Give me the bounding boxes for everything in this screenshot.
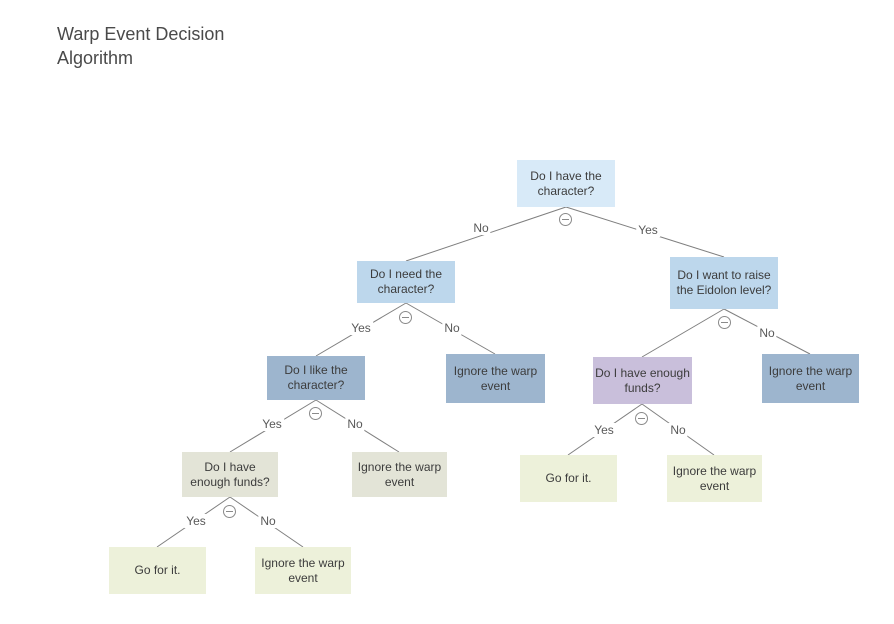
node-enough-funds-right[interactable]: Do I have enough funds? (593, 357, 692, 404)
node-label: Do I have enough funds? (595, 365, 690, 395)
collapse-icon[interactable] (635, 412, 648, 425)
collapse-icon[interactable] (309, 407, 322, 420)
edge-label-funds-right-no: No (668, 423, 688, 437)
node-label: Ignore the warp event (453, 363, 538, 393)
edge-label-funds-right-yes: Yes (592, 423, 616, 437)
collapse-icon[interactable] (223, 505, 236, 518)
node-label: Do I have the character? (530, 168, 602, 198)
edge-label-need-no: No (442, 321, 462, 335)
node-label: Do I like the character? (284, 363, 348, 392)
node-label: Go for it. (545, 471, 592, 485)
node-do-i-like-the-character[interactable]: Do I like the character? (267, 356, 365, 400)
edge-label-eidolon-no: No (757, 326, 777, 340)
node-ignore-warp-event-funds-right-no[interactable]: Ignore the warp event (667, 455, 762, 502)
collapse-icon[interactable] (399, 311, 412, 324)
edge-label-root-yes: Yes (636, 223, 660, 237)
edge-label-funds-left-yes: Yes (184, 514, 208, 528)
node-label: Do I have enough funds? (190, 459, 270, 489)
node-go-for-it-right[interactable]: Go for it. (520, 455, 617, 502)
node-do-i-need-the-character[interactable]: Do I need the character? (357, 261, 455, 303)
node-label: Ignore the warp event (357, 459, 442, 489)
node-ignore-warp-event-like-no[interactable]: Ignore the warp event (352, 452, 447, 497)
edge-label-root-no: No (471, 221, 491, 235)
node-do-i-have-the-character[interactable]: Do I have the character? (517, 160, 615, 207)
node-enough-funds-left[interactable]: Do I have enough funds? (182, 452, 278, 497)
node-label: Ignore the warp event (672, 463, 757, 493)
node-label: Ignore the warp event (768, 363, 853, 393)
node-raise-eidolon-level[interactable]: Do I want to raise the Eidolon level? (670, 257, 778, 309)
node-label: Do I need the character? (369, 267, 443, 296)
node-label: Do I want to raise the Eidolon level? (676, 268, 772, 297)
edge-label-like-no: No (345, 417, 365, 431)
node-label: Go for it. (134, 563, 181, 577)
node-ignore-warp-event-eidolon-no[interactable]: Ignore the warp event (762, 354, 859, 403)
collapse-icon[interactable] (559, 213, 572, 226)
collapse-icon[interactable] (718, 316, 731, 329)
node-ignore-warp-event-funds-left-no[interactable]: Ignore the warp event (255, 547, 351, 594)
node-label: Ignore the warp event (261, 555, 345, 585)
edge-label-like-yes: Yes (260, 417, 284, 431)
node-ignore-warp-event-need-no[interactable]: Ignore the warp event (446, 354, 545, 403)
edge-label-need-yes: Yes (349, 321, 373, 335)
page-title: Warp Event Decision Algorithm (57, 24, 225, 68)
node-go-for-it-left[interactable]: Go for it. (109, 547, 206, 594)
edge-label-funds-left-no: No (258, 514, 278, 528)
